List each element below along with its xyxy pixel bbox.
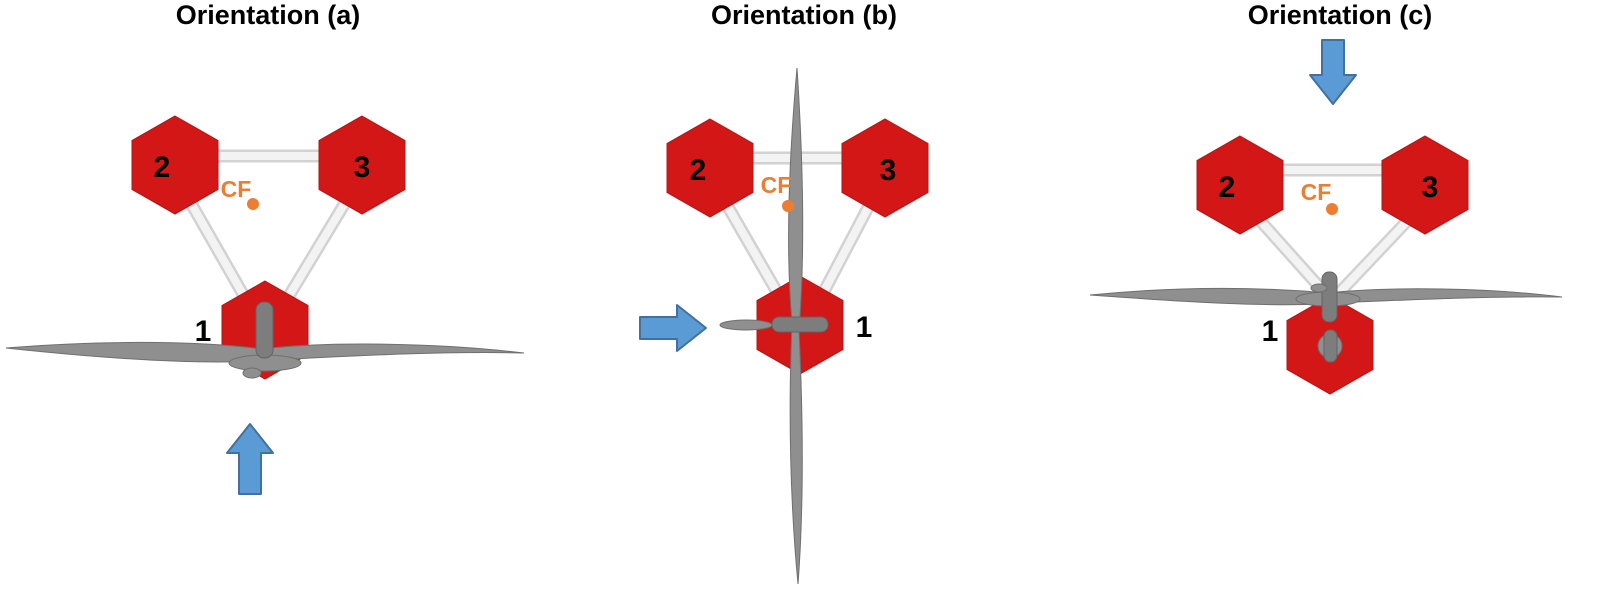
panel-title: Orientation (c) (1248, 0, 1433, 30)
rod-2-1-inner (1252, 212, 1328, 296)
panel-c-diagram: Orientation (c) (1089, 0, 1563, 395)
propeller-hub (771, 316, 829, 333)
propeller-knob (1310, 283, 1328, 293)
right-arrow-icon (639, 304, 707, 352)
propeller-edge-blade (719, 319, 773, 331)
node-2-label: 2 (690, 154, 707, 187)
node-2-label: 2 (154, 151, 171, 184)
panel-orientation-c: Orientation (c) (1072, 0, 1608, 595)
node-1-label: 1 (856, 311, 873, 344)
rod-3-1-inner (1336, 212, 1416, 296)
cf-dot (247, 198, 259, 210)
cf-label: CF (761, 172, 792, 198)
cf-label: CF (221, 176, 252, 202)
frame-rods (1249, 163, 1419, 299)
panel-orientation-b: Orientation (b) 2 3 1 CF (536, 0, 1072, 595)
hexagon-node-2 (131, 115, 219, 215)
cf-dot (782, 200, 794, 212)
cf-dot (1326, 203, 1338, 215)
hexagon-node-3 (318, 115, 406, 215)
node-2-label: 2 (1219, 171, 1236, 204)
propeller-hub (1321, 271, 1338, 323)
propeller-hub (255, 301, 274, 359)
hexagon-node-3 (1381, 135, 1469, 235)
panel-b-diagram: Orientation (b) 2 3 1 CF (639, 0, 929, 585)
node-3-label: 3 (880, 154, 897, 187)
node-3-label: 3 (354, 151, 371, 184)
hexagon-node-2 (1196, 135, 1284, 235)
panel-title: Orientation (a) (176, 0, 361, 30)
hexagon-node-3 (841, 118, 929, 218)
hub-shaft (1323, 329, 1338, 363)
panel-title: Orientation (b) (711, 0, 897, 30)
node-1-label: 1 (1262, 315, 1279, 348)
panel-orientation-a: Orientation (a) 2 3 1 CF (0, 0, 536, 595)
cf-label: CF (1301, 179, 1332, 205)
node-3-label: 3 (1422, 171, 1439, 204)
panel-a-diagram: Orientation (a) 2 3 1 CF (5, 0, 525, 495)
down-arrow-icon (1309, 39, 1357, 105)
frame-rods (181, 149, 355, 331)
hexagon-node-2 (666, 118, 754, 218)
propeller-knob (242, 367, 262, 379)
up-arrow-icon (226, 423, 274, 495)
node-1-label: 1 (195, 315, 212, 348)
